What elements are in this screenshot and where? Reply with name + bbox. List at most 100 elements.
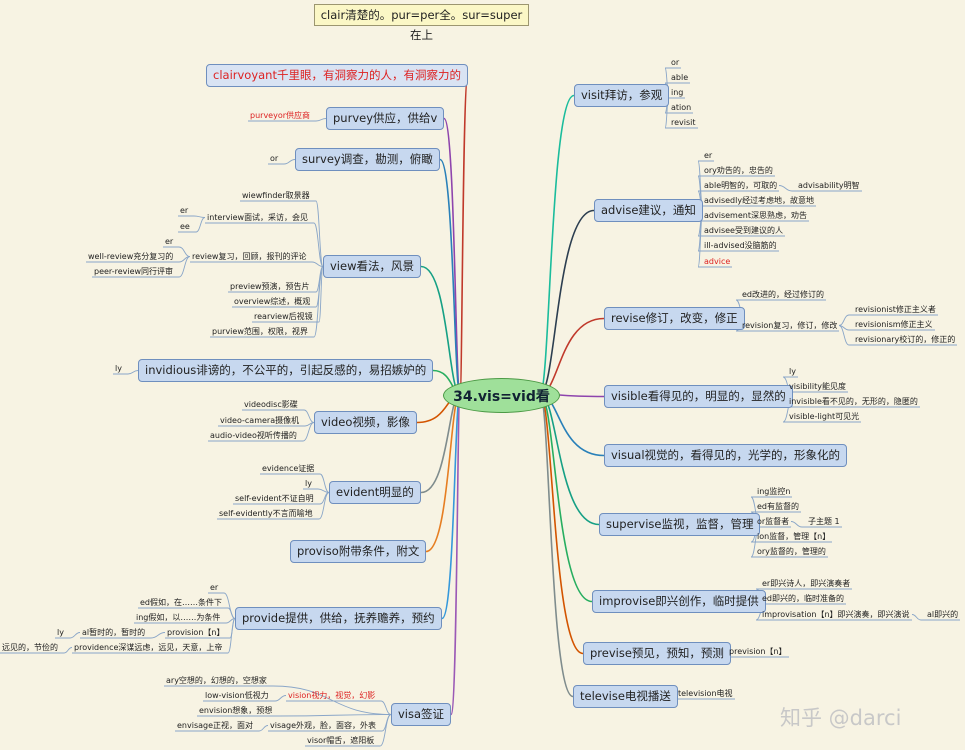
sub-provide-ing[interactable]: ing假如，以……为条件 xyxy=(136,613,221,622)
topic-survey[interactable]: survey调查，勘测，俯瞰 xyxy=(295,148,440,171)
sub-self-evident[interactable]: self-evident不证自明 xyxy=(235,494,314,503)
sub-provide-er[interactable]: er xyxy=(210,583,219,592)
topic-supervise[interactable]: supervise监视，监督，管理 xyxy=(599,513,761,536)
sub-providence[interactable]: providence深谋远虑，远见，天意，上帝 xyxy=(74,643,223,652)
topic-visible[interactable]: visible看得见的，明显的，显然的 xyxy=(604,385,793,408)
sub-interview[interactable]: interview面试，采访，会见 xyxy=(207,213,309,222)
sub-self-evidently[interactable]: self-evidently不言而喻地 xyxy=(219,509,313,518)
sub-visiting[interactable]: ing xyxy=(671,88,684,97)
sub-supervisor[interactable]: or监督者 xyxy=(757,517,790,526)
sub-evidence[interactable]: evidence证据 xyxy=(262,464,315,473)
sub-envision[interactable]: envision想象，预想 xyxy=(199,706,273,715)
topic-evident[interactable]: evident明显的 xyxy=(329,481,421,504)
connector-sub-revised xyxy=(735,299,826,319)
topic-previse[interactable]: previse预见，预知，预测 xyxy=(583,642,731,665)
topic-televise[interactable]: televise电视播送 xyxy=(573,685,678,708)
sub-envisage[interactable]: envisage正视，面对 xyxy=(177,721,254,730)
central-topic[interactable]: 34.vis=vid看 xyxy=(443,378,560,413)
sub-provisional-ly[interactable]: ly xyxy=(57,628,64,637)
sub-advice[interactable]: advice xyxy=(704,257,731,266)
sub-revisionary[interactable]: revisionary校订的，修正的 xyxy=(855,335,956,344)
sub-provisional[interactable]: al暂时的，暂时的 xyxy=(82,628,146,637)
sub-advisable[interactable]: able明智的，可取的 xyxy=(704,181,778,190)
sub-visitor[interactable]: or xyxy=(671,58,680,67)
sub-purview[interactable]: purview范围，权限，视界 xyxy=(212,327,308,336)
sub-subtopic-1[interactable]: 子主题 1 xyxy=(808,517,840,526)
sub-invidious-ly[interactable]: ly xyxy=(115,364,122,373)
topic-visa[interactable]: visa签证 xyxy=(391,703,452,726)
sub-provision[interactable]: provision【n】 xyxy=(167,628,225,637)
sub-provident[interactable]: 远见的，节俭的 xyxy=(2,643,58,652)
sub-review-er[interactable]: er xyxy=(165,237,174,246)
connector-sub-provide-ed xyxy=(138,607,236,619)
sub-overview[interactable]: overview综述，概观 xyxy=(234,297,311,306)
sub-prevision[interactable]: prevision【n】 xyxy=(729,647,787,656)
connector-sub-interview xyxy=(205,222,324,267)
topic-invidious[interactable]: invidious诽谤的，不公平的，引起反感的，易招嫉妒的 xyxy=(138,359,434,382)
sub-visibly[interactable]: ly xyxy=(789,367,796,376)
sub-improviser[interactable]: er即兴诗人，即兴演奏者 xyxy=(762,579,851,588)
sub-revisit[interactable]: revisit xyxy=(671,118,696,127)
sub-visor[interactable]: visor帽舌，遮阳板 xyxy=(307,736,375,745)
sub-review[interactable]: review复习，回顾，报刊的评论 xyxy=(192,252,307,261)
topic-improvise[interactable]: improvise即兴创作，临时提供 xyxy=(592,590,766,613)
topic-proviso[interactable]: proviso附带条件，附文 xyxy=(290,540,427,563)
sub-preview[interactable]: preview预演，预告片 xyxy=(230,282,310,291)
sub-visible-light[interactable]: visible-light可见光 xyxy=(789,412,860,421)
sub-supervised[interactable]: ed有监督的 xyxy=(757,502,799,511)
topic-advise[interactable]: advise建议，通知 xyxy=(594,199,703,222)
sub-video-camera[interactable]: video-camera摄像机 xyxy=(220,416,300,425)
sub-revisionism[interactable]: revisionism修正主义 xyxy=(855,320,933,329)
sub-improvisational[interactable]: al即兴的 xyxy=(927,610,959,619)
sub-television[interactable]: television电视 xyxy=(678,689,733,698)
sub-supervision[interactable]: ion监督，管理【n】 xyxy=(757,532,831,541)
sub-purveyor[interactable]: purveyor供应商 xyxy=(250,111,311,120)
connector-sub-purveyor xyxy=(248,118,327,122)
sub-invisible[interactable]: invisible看不见的，无形的，隐匿的 xyxy=(789,397,918,406)
sub-visionary[interactable]: ary空想的，幻想的，空想家 xyxy=(166,676,267,685)
sub-visitation[interactable]: ation xyxy=(671,103,692,112)
zhihu-watermark: 知乎 @darci xyxy=(780,706,902,730)
sub-well-review[interactable]: well-review充分复习的 xyxy=(88,252,174,261)
topic-visit[interactable]: visit拜访，参观 xyxy=(574,84,670,107)
sub-visitable[interactable]: able xyxy=(671,73,689,82)
sub-advisedly[interactable]: advisedly经过考虑地，故意地 xyxy=(704,196,815,205)
sub-videodisc[interactable]: videodisc影碟 xyxy=(244,400,298,409)
sub-vision[interactable]: vision视力，视觉，幻影 xyxy=(288,691,376,700)
sub-ill-advised[interactable]: ill-advised没脑筋的 xyxy=(704,241,777,250)
sub-advisory[interactable]: ory劝告的，忠告的 xyxy=(704,166,773,175)
topic-video[interactable]: video视频，影像 xyxy=(314,411,417,434)
topic-view[interactable]: view看法，风景 xyxy=(323,255,421,278)
title-note: clair清楚的。pur=per全。sur=super在上 xyxy=(314,4,529,42)
sub-provide-ed[interactable]: ed假如，在……条件下 xyxy=(140,598,222,607)
topic-provide[interactable]: provide提供，供给，抚养赡养，预约 xyxy=(235,607,442,630)
sub-revision[interactable]: revision复习，修订，修改 xyxy=(742,321,838,330)
topic-visual[interactable]: visual视觉的，看得见的，光学的，形象化的 xyxy=(604,444,848,467)
sub-supervising[interactable]: ing监控n xyxy=(757,487,791,496)
sub-audio-video[interactable]: audio-video视听传播的 xyxy=(210,431,297,440)
sub-improvisation[interactable]: improvisation【n】即兴演奏，即兴演说 xyxy=(762,610,910,619)
sub-interview-er[interactable]: er xyxy=(180,206,189,215)
sub-supervisory[interactable]: ory监督的，管理的 xyxy=(757,547,826,556)
sub-advisee[interactable]: advisee受到建议的人 xyxy=(704,226,783,235)
topic-clairvoyant[interactable]: clairvoyant千里眼，有洞察力的人，有洞察力的 xyxy=(206,64,468,87)
sub-interview-ee[interactable]: ee xyxy=(180,222,190,231)
sub-adviser[interactable]: er xyxy=(704,151,713,160)
topic-purvey[interactable]: purvey供应，供给v xyxy=(326,107,445,130)
topic-revise[interactable]: revise修订，改变，修正 xyxy=(604,307,745,330)
sub-survey-or[interactable]: or xyxy=(270,154,279,163)
connector-sub-envisage xyxy=(175,725,269,732)
sub-visage[interactable]: visage外观，脸，面容，外表 xyxy=(270,721,377,730)
sub-evident-ly[interactable]: ly xyxy=(305,479,312,488)
connector-sub-envision xyxy=(197,714,392,717)
sub-low-vision[interactable]: low-vision低视力 xyxy=(205,691,269,700)
sub-advisability[interactable]: advisability明智 xyxy=(798,181,860,190)
sub-revisionist[interactable]: revisionist修正主义者 xyxy=(855,305,936,314)
sub-peer-review[interactable]: peer-review同行评审 xyxy=(94,267,174,276)
sub-advisement[interactable]: advisement深思熟虑，劝告 xyxy=(704,211,807,220)
sub-rearview[interactable]: rearview后视镜 xyxy=(254,312,313,321)
sub-viewfinder[interactable]: wiewfinder取景器 xyxy=(242,191,310,200)
sub-visibility[interactable]: visibility能见度 xyxy=(789,382,846,391)
sub-improvised[interactable]: ed即兴的，临时准备的 xyxy=(762,594,844,603)
sub-revised[interactable]: ed改进的，经过修订的 xyxy=(742,290,824,299)
